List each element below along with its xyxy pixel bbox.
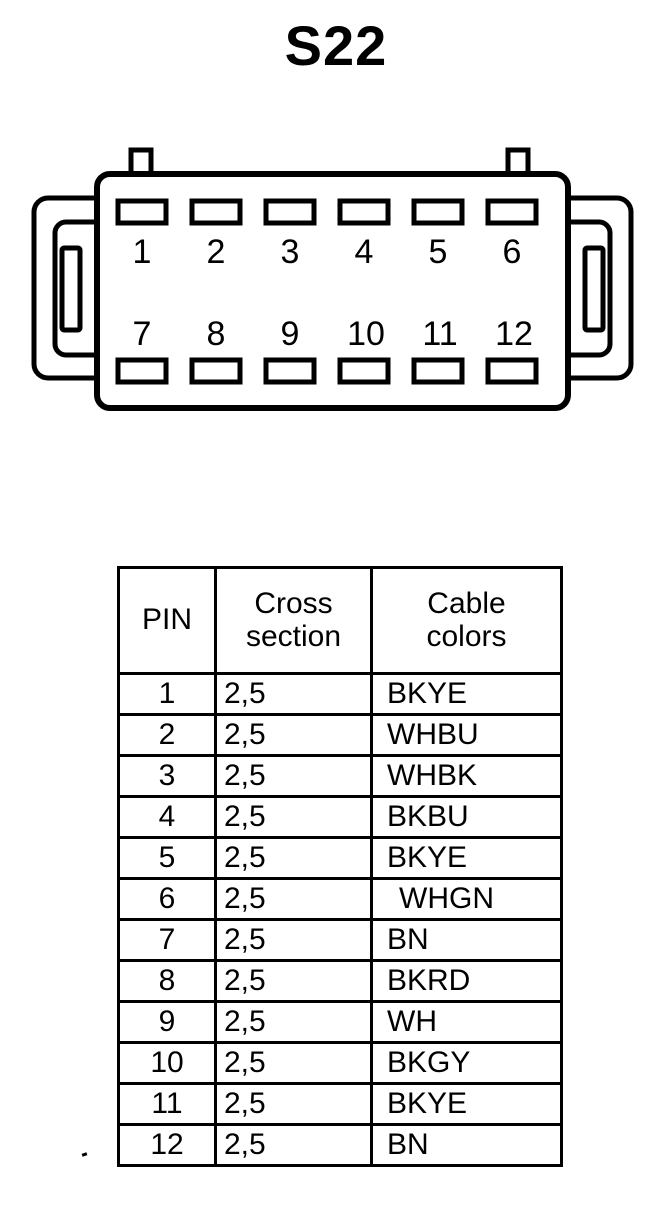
cell-pin: 2 bbox=[117, 713, 217, 757]
cell-cross-section: 2,5 bbox=[214, 959, 373, 1003]
pin-label-6: 6 bbox=[503, 233, 522, 271]
cell-cable-colors: WHBU bbox=[370, 713, 563, 757]
cell-pin: 1 bbox=[117, 672, 217, 716]
scan-artifact-speck bbox=[81, 1152, 88, 1157]
table-header-row: PIN Cross section Cable colors bbox=[117, 566, 563, 675]
cell-cross-section: 2,5 bbox=[214, 918, 373, 962]
blade-slot-3 bbox=[263, 198, 317, 226]
pin-labels-bottom: 7 8 9 10 11 12 bbox=[133, 315, 533, 353]
pin-label-4: 4 bbox=[355, 233, 374, 271]
pin-label-1: 1 bbox=[133, 233, 152, 271]
column-header-cable-colors-line1: Cable bbox=[427, 587, 506, 621]
cell-cross-section: 2,5 bbox=[214, 713, 373, 757]
pin-label-3: 3 bbox=[281, 233, 300, 271]
left-wing-slot bbox=[59, 245, 83, 333]
cell-cable-colors: BKRD bbox=[370, 959, 563, 1003]
cell-cross-section: 2,5 bbox=[214, 754, 373, 798]
blade-slot-4 bbox=[337, 198, 391, 226]
blade-slot-9 bbox=[263, 357, 317, 385]
cell-cable-colors: BKBU bbox=[370, 795, 563, 839]
cell-cable-colors: BKYE bbox=[370, 672, 563, 716]
blade-slot-2 bbox=[189, 198, 243, 226]
cell-cable-colors: BN bbox=[370, 918, 563, 962]
cell-cross-section: 2,5 bbox=[214, 1000, 373, 1044]
cell-pin: 11 bbox=[117, 1082, 217, 1126]
blade-slot-5 bbox=[411, 198, 465, 226]
blade-slot-8 bbox=[189, 357, 243, 385]
cell-pin: 3 bbox=[117, 754, 217, 798]
cell-cable-colors: BKYE bbox=[370, 1082, 563, 1126]
cell-pin: 5 bbox=[117, 836, 217, 880]
column-header-cross-section: Cross section bbox=[214, 566, 373, 675]
page-title: S22 bbox=[284, 14, 388, 77]
cell-cable-colors: WH bbox=[370, 1000, 563, 1044]
cell-cable-colors: BN bbox=[370, 1123, 563, 1167]
blade-slot-11 bbox=[411, 357, 465, 385]
cell-cross-section: 2,5 bbox=[214, 877, 373, 921]
pin-label-10: 10 bbox=[347, 315, 385, 353]
connector-diagram: 1 2 3 4 5 6 7 8 9 10 11 12 bbox=[31, 147, 634, 411]
blade-slot-1 bbox=[115, 198, 169, 226]
pin-label-9: 9 bbox=[281, 315, 300, 353]
column-header-cross-section-line2: section bbox=[245, 619, 342, 653]
blade-slot-10 bbox=[337, 357, 391, 385]
column-header-pin-label: PIN bbox=[141, 603, 192, 637]
cell-cross-section: 2,5 bbox=[214, 795, 373, 839]
blade-slot-6 bbox=[485, 198, 539, 226]
pin-labels-top: 1 2 3 4 5 6 bbox=[133, 233, 522, 271]
cell-pin: 12 bbox=[117, 1123, 217, 1167]
right-wing-slot bbox=[582, 245, 606, 333]
pin-label-7: 7 bbox=[133, 315, 152, 353]
cell-pin: 9 bbox=[117, 1000, 217, 1044]
pin-label-12: 12 bbox=[495, 315, 533, 353]
column-header-cross-section-line1: Cross bbox=[254, 587, 333, 621]
blade-slot-12 bbox=[485, 357, 539, 385]
column-header-cable-colors: Cable colors bbox=[370, 566, 563, 675]
cell-cross-section: 2,5 bbox=[214, 1082, 373, 1126]
column-header-pin: PIN bbox=[117, 566, 217, 675]
cell-pin: 7 bbox=[117, 918, 217, 962]
pin-label-5: 5 bbox=[429, 233, 448, 271]
cell-pin: 4 bbox=[117, 795, 217, 839]
cell-cross-section: 2,5 bbox=[214, 836, 373, 880]
cell-pin: 10 bbox=[117, 1041, 217, 1085]
cell-cross-section: 2,5 bbox=[214, 672, 373, 716]
cell-cable-colors: WHGN bbox=[370, 877, 563, 921]
column-header-cable-colors-line2: colors bbox=[426, 619, 507, 653]
cell-cable-colors: BKGY bbox=[370, 1041, 563, 1085]
blade-slots-bottom bbox=[115, 357, 539, 385]
cell-cross-section: 2,5 bbox=[214, 1123, 373, 1167]
blade-slots-top bbox=[115, 198, 539, 226]
blade-slot-7 bbox=[115, 357, 169, 385]
cell-cable-colors: WHBK bbox=[370, 754, 563, 798]
cell-cross-section: 2,5 bbox=[214, 1041, 373, 1085]
pin-label-2: 2 bbox=[207, 233, 226, 271]
pin-label-11: 11 bbox=[422, 315, 457, 353]
cell-pin: 8 bbox=[117, 959, 217, 1003]
cell-cable-colors: BKYE bbox=[370, 836, 563, 880]
connector-body bbox=[94, 171, 571, 411]
pin-label-8: 8 bbox=[207, 315, 226, 353]
cell-pin: 6 bbox=[117, 877, 217, 921]
